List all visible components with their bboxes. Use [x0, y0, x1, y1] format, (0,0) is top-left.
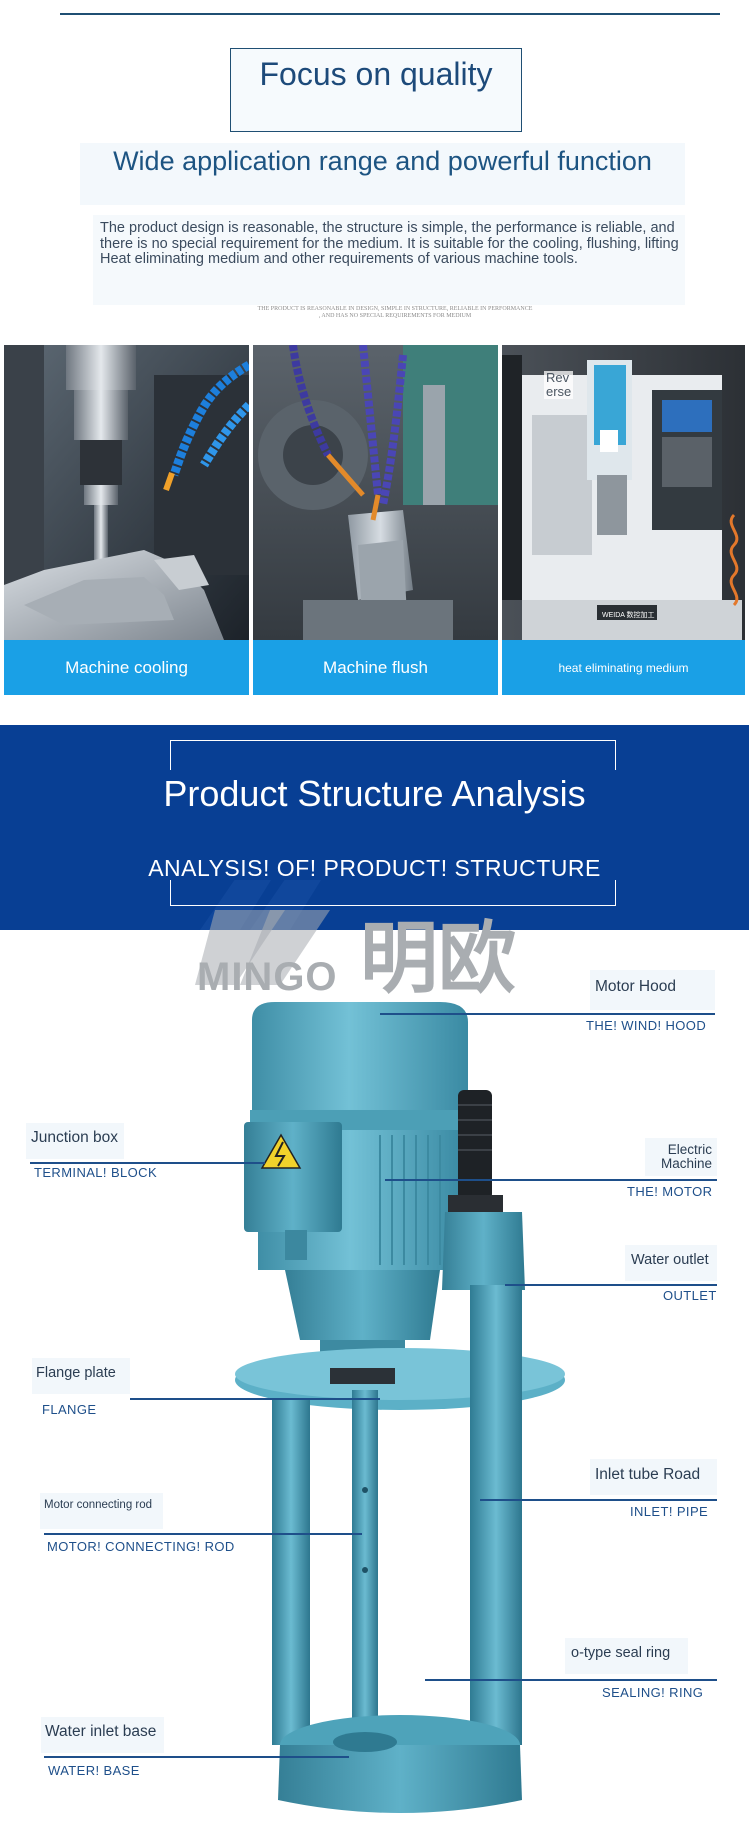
motor-rod-leader	[44, 1533, 362, 1535]
machine-flush-photo	[253, 345, 498, 640]
watermark-latin-text: MINGO	[197, 955, 338, 999]
motor-hood-label-bg	[590, 970, 715, 1010]
water-outlet-leader	[505, 1284, 717, 1286]
application-label: Machine flush	[253, 640, 498, 695]
machine-cooling-photo	[4, 345, 249, 640]
flange-plate-leader	[130, 1398, 380, 1400]
coolant-pump-illustration	[235, 1002, 565, 1813]
electric-machine-sub: THE! MOTOR	[627, 1184, 713, 1199]
inlet-tube-label-bg	[590, 1459, 717, 1495]
seal-ring-label: o-type seal ring	[571, 1645, 671, 1661]
top-divider	[60, 13, 720, 15]
flange-plate-sub: FLANGE	[42, 1402, 97, 1417]
water-base-label: Water inlet base	[45, 1723, 157, 1740]
flange-plate-label: Flange plate	[36, 1365, 116, 1381]
flange-plate-label-bg	[32, 1358, 130, 1394]
seal-ring-label-bg	[565, 1638, 688, 1674]
application-label: heat eliminating medium	[502, 640, 745, 695]
application-subtitle: Wide application range and powerful func…	[113, 146, 652, 176]
junction-box-label-bg	[26, 1123, 124, 1159]
mingo-watermark-logo: MINGO 明欧	[195, 910, 575, 1005]
small-english-note: THE PRODUCT IS REASONABLE IN DESIGN, SIM…	[257, 306, 533, 319]
application-card-heat: WEIDA 数控加工 Rev erse heat eliminating med…	[502, 345, 745, 695]
application-label: Machine cooling	[4, 640, 249, 695]
application-card-flush: Machine flush	[253, 345, 498, 695]
quality-title: Focus on quality	[259, 56, 493, 92]
product-description: The product design is reasonable, the st…	[100, 220, 679, 267]
water-outlet-label-bg	[625, 1245, 717, 1281]
seal-ring-sub: SEALING! RING	[602, 1685, 704, 1700]
motor-hood-sub: THE! WIND! HOOD	[586, 1018, 707, 1033]
banner-frame-gap	[160, 770, 630, 880]
structure-subtitle: ANALYSIS! OF! PRODUCT! STRUCTURE	[148, 855, 601, 881]
application-card-cooling: Machine cooling	[4, 345, 249, 695]
junction-box-sub: TERMINAL! BLOCK	[34, 1165, 158, 1180]
water-base-sub: WATER! BASE	[48, 1763, 140, 1778]
watermark-cjk-text: 明欧	[360, 914, 517, 1004]
electric-machine-label-bg	[645, 1138, 717, 1176]
seal-ring-leader	[425, 1679, 717, 1681]
motor-hood-leader	[380, 1013, 715, 1015]
motor-rod-label-bg	[40, 1493, 163, 1529]
junction-box-label: Junction box	[31, 1129, 119, 1146]
subtitle-band	[80, 143, 685, 205]
electric-machine-leader	[385, 1179, 717, 1181]
motor-rod-sub: MOTOR! CONNECTING! ROD	[47, 1539, 235, 1554]
machine-brand-plate: WEIDA 数控加工	[602, 610, 655, 619]
water-base-label-bg	[41, 1717, 164, 1753]
photo-overlay-text: Rev erse	[544, 370, 574, 399]
quality-title-frame	[230, 48, 522, 132]
water-outlet-label: Water outlet	[631, 1252, 709, 1268]
water-outlet-sub: OUTLET	[663, 1288, 717, 1303]
motor-rod-label: Motor connecting rod	[44, 1499, 153, 1511]
description-band	[93, 215, 685, 305]
motor-hood-label: Motor Hood	[595, 978, 676, 995]
heat-eliminating-photo: WEIDA 数控加工 Rev erse	[502, 345, 745, 640]
structure-title: Product Structure Analysis	[163, 773, 586, 814]
inlet-tube-sub: INLET! PIPE	[630, 1504, 709, 1519]
electric-machine-label: Electric Machine	[660, 1142, 712, 1171]
junction-box-leader	[30, 1162, 265, 1164]
inlet-tube-leader	[480, 1499, 717, 1501]
inlet-tube-label: Inlet tube Road	[595, 1466, 701, 1483]
water-base-leader	[44, 1756, 349, 1758]
